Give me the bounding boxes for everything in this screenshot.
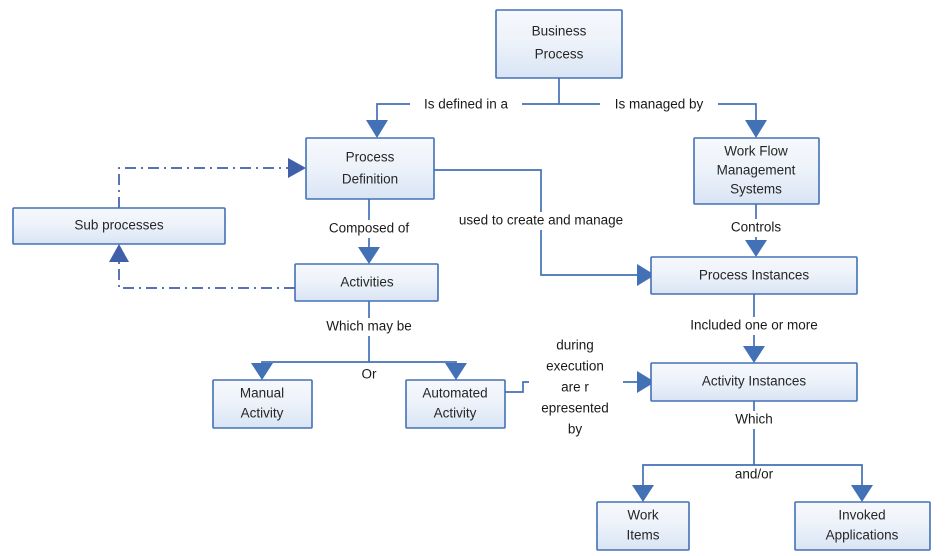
edge-label-included-one-or-more: Included one or more xyxy=(678,317,830,335)
edge-label-controls: Controls xyxy=(722,219,790,237)
edge-label-and-or: and/or xyxy=(725,466,783,484)
node-layer: Business Process Process Definition Work… xyxy=(12,9,931,551)
edge-label-or: Or xyxy=(355,366,383,384)
connector-activities-to-manual-activity xyxy=(251,301,370,380)
node-workflow-management-systems[interactable]: Work Flow Management Systems xyxy=(693,137,820,205)
edge-label-is-managed-by: Is managed by xyxy=(600,95,718,113)
edge-label-which: Which xyxy=(728,411,782,429)
edge-label-composed-of: Composed of xyxy=(314,220,424,238)
node-business-process[interactable]: Business Process xyxy=(495,9,623,79)
node-activities[interactable]: Activities xyxy=(294,263,439,302)
connector-sub-processes-to-process-definition xyxy=(118,158,306,208)
node-activity-instances[interactable]: Activity Instances xyxy=(650,362,858,402)
edge-label-used-to-create-and-manage: used to create and manage xyxy=(443,212,639,230)
node-work-items[interactable]: Work Items xyxy=(596,501,690,551)
node-process-instances[interactable]: Process Instances xyxy=(650,256,858,295)
edge-label-during-execution-are-represented-by: during execution are r epresented by xyxy=(529,334,623,437)
node-automated-activity[interactable]: Automated Activity xyxy=(405,379,506,429)
node-process-definition[interactable]: Process Definition xyxy=(305,137,435,200)
edge-label-is-defined-in-a: Is defined in a xyxy=(410,95,522,113)
connector-activity-instances-to-invoked-applications xyxy=(754,464,873,502)
connector-activities-to-automated-activity xyxy=(369,361,467,380)
connector-activities-to-sub-processes xyxy=(109,244,295,289)
edge-label-which-may-be: Which may be xyxy=(312,318,426,336)
connector-activity-instances-to-work-items xyxy=(632,401,755,502)
node-sub-processes[interactable]: Sub processes xyxy=(12,207,226,245)
node-invoked-applications[interactable]: Invoked Applications xyxy=(794,501,931,551)
node-manual-activity[interactable]: Manual Activity xyxy=(212,379,313,429)
